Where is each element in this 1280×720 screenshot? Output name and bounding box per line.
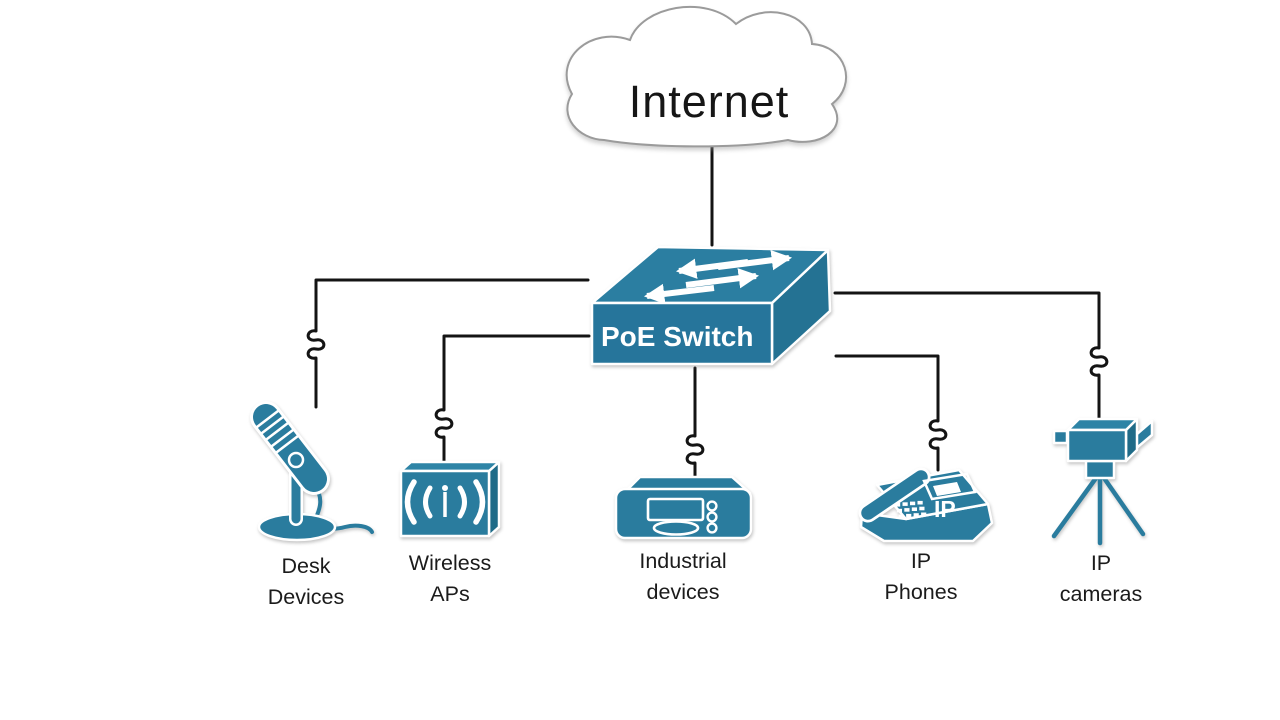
connection-switch-wireless-aps	[434, 334, 591, 464]
connections	[306, 145, 1109, 479]
device-label-ip-cameras: IP cameras	[1059, 551, 1143, 606]
camera-body	[1066, 428, 1128, 463]
phone-display	[922, 472, 977, 501]
phone-ip-badge: IP	[934, 496, 956, 522]
device-label-ip-phones: IP Phones	[884, 549, 958, 604]
connection-switch-ip-cameras	[833, 291, 1109, 423]
camera-top-face	[1066, 417, 1139, 432]
industrial-device-icon	[614, 475, 753, 540]
poe-switch: PoE Switch	[590, 245, 832, 366]
mic-ribs	[255, 409, 300, 454]
connection-switch-desk-devices	[306, 278, 590, 409]
ip-phone-icon: IP	[858, 467, 994, 543]
device-label-industrial-devices: Industrial devices	[639, 549, 727, 604]
mic-body	[253, 404, 327, 492]
ap-top-face	[399, 460, 501, 473]
camera-neck	[1084, 459, 1116, 480]
ap-side-face	[487, 460, 501, 538]
poe-switch-label: PoE Switch	[601, 321, 753, 352]
microphone-icon	[250, 401, 374, 542]
device-label-wireless-aps: Wireless APs	[408, 551, 492, 606]
ip-camera-icon	[1051, 417, 1154, 546]
internet-label: Internet	[629, 76, 790, 127]
wifi-signal-icon	[404, 479, 486, 525]
switch-front-face	[590, 301, 774, 366]
industrial-display	[646, 497, 705, 522]
camera-knob	[1052, 429, 1069, 445]
internet-cloud: Internet	[565, 5, 848, 148]
cloud-shape	[565, 5, 848, 148]
device-label-desk-devices: Desk Devices	[267, 554, 345, 609]
mic-joint	[287, 451, 305, 469]
wireless-ap-icon	[399, 460, 501, 538]
industrial-front-face	[614, 487, 753, 540]
industrial-vent	[652, 520, 700, 536]
connection-switch-industrial-devices	[685, 366, 705, 479]
camera-tripod	[1051, 475, 1146, 546]
connection-switch-ip-phones	[834, 354, 948, 472]
switch-arrows-icon	[643, 250, 793, 305]
phone-handset	[861, 470, 928, 520]
phone-keypad	[895, 500, 927, 519]
phone-display-screen	[933, 482, 961, 496]
industrial-ports	[706, 500, 718, 534]
